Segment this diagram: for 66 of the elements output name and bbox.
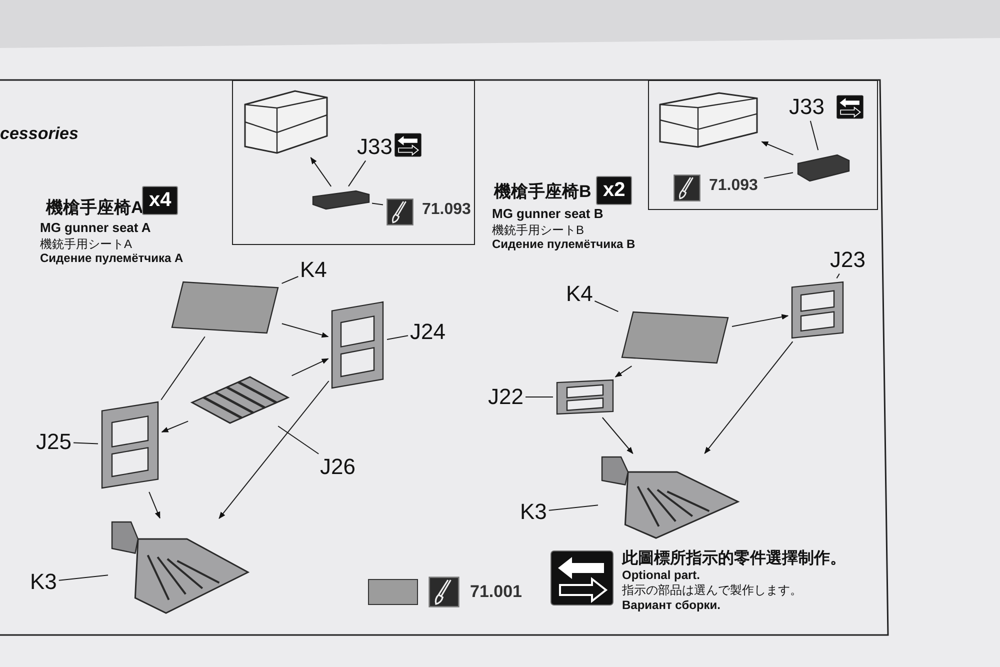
part-number: J33 [789, 95, 824, 119]
assembly-arrow [704, 341, 794, 454]
ammo-box-drawing [796, 153, 851, 183]
leader-line [372, 202, 384, 206]
leader-line [594, 300, 619, 312]
seat-heading: 機銃手用シートA [40, 236, 132, 253]
part-number: J24 [410, 320, 446, 344]
seat-heading: MG gunner seat B [492, 206, 604, 221]
seat-base-drawing [600, 455, 740, 540]
leader-line [548, 504, 598, 511]
leader-line [73, 442, 98, 444]
leader-line [386, 335, 408, 340]
seat-base-drawing [110, 520, 250, 615]
paint-code: 71.093 [422, 201, 471, 219]
seat-heading: 機槍手座椅B [494, 181, 592, 203]
quantity-badge: x4 [142, 186, 178, 215]
section-title: cessories [0, 124, 78, 144]
seat-plate-drawing [170, 280, 280, 335]
seat-heading: Сидение пулемётчика A [40, 251, 184, 265]
legend-text: Вариант сборки. [622, 598, 720, 612]
seat-heading: Сидение пулемётчика B [492, 237, 636, 251]
assembly-arrow [614, 366, 632, 378]
paint-code: 71.093 [709, 177, 758, 195]
leader-line [836, 273, 840, 279]
part-number: J22 [488, 385, 524, 409]
assembly-arrow [310, 157, 332, 187]
inset-frame [232, 80, 475, 245]
inset-frame [648, 80, 878, 210]
leader-line [281, 276, 299, 284]
side-frame-drawing [100, 400, 160, 490]
part-number: J33 [357, 135, 392, 159]
assembly-arrow [602, 417, 634, 454]
assembly-arrow [732, 314, 789, 327]
legend-text: 指示の部品は選んで製作します。 [622, 582, 802, 599]
leader-line [278, 426, 320, 454]
leader-line [810, 120, 819, 151]
leader-line [58, 574, 108, 581]
slat-frame-drawing [190, 375, 290, 425]
assembly-arrow [281, 323, 329, 338]
leader-line [764, 172, 794, 179]
paint-code: 71.001 [470, 582, 522, 602]
leader-line [348, 160, 366, 187]
part-number: J25 [36, 430, 72, 454]
ammo-box-drawing [311, 189, 371, 211]
seat-plate-drawing [620, 310, 730, 365]
assembly-arrow [761, 141, 794, 156]
seat-heading: 機銃手用シートB [492, 222, 584, 239]
part-number: K4 [300, 258, 327, 282]
leader-line [525, 396, 554, 398]
legend-text: 此圖標所指示的零件選擇制作。 [622, 548, 846, 569]
legend-text: Optional part. [622, 568, 700, 582]
seat-heading: MG gunner seat A [40, 220, 151, 235]
part-number: J23 [830, 248, 866, 272]
assembly-arrow [291, 358, 329, 376]
part-number: K4 [566, 282, 593, 306]
assembly-arrow [148, 491, 160, 519]
quantity-badge: x2 [596, 176, 632, 205]
side-frame-drawing [330, 300, 385, 390]
seat-heading: 機槍手座椅A [46, 197, 144, 219]
assembly-arrow [218, 380, 330, 519]
assembly-arrow [161, 420, 189, 432]
part-number: K3 [30, 570, 57, 594]
part-number: J26 [320, 455, 356, 479]
part-number: K3 [520, 500, 547, 524]
side-frame-drawing [790, 280, 845, 340]
side-frame-drawing [555, 378, 615, 416]
